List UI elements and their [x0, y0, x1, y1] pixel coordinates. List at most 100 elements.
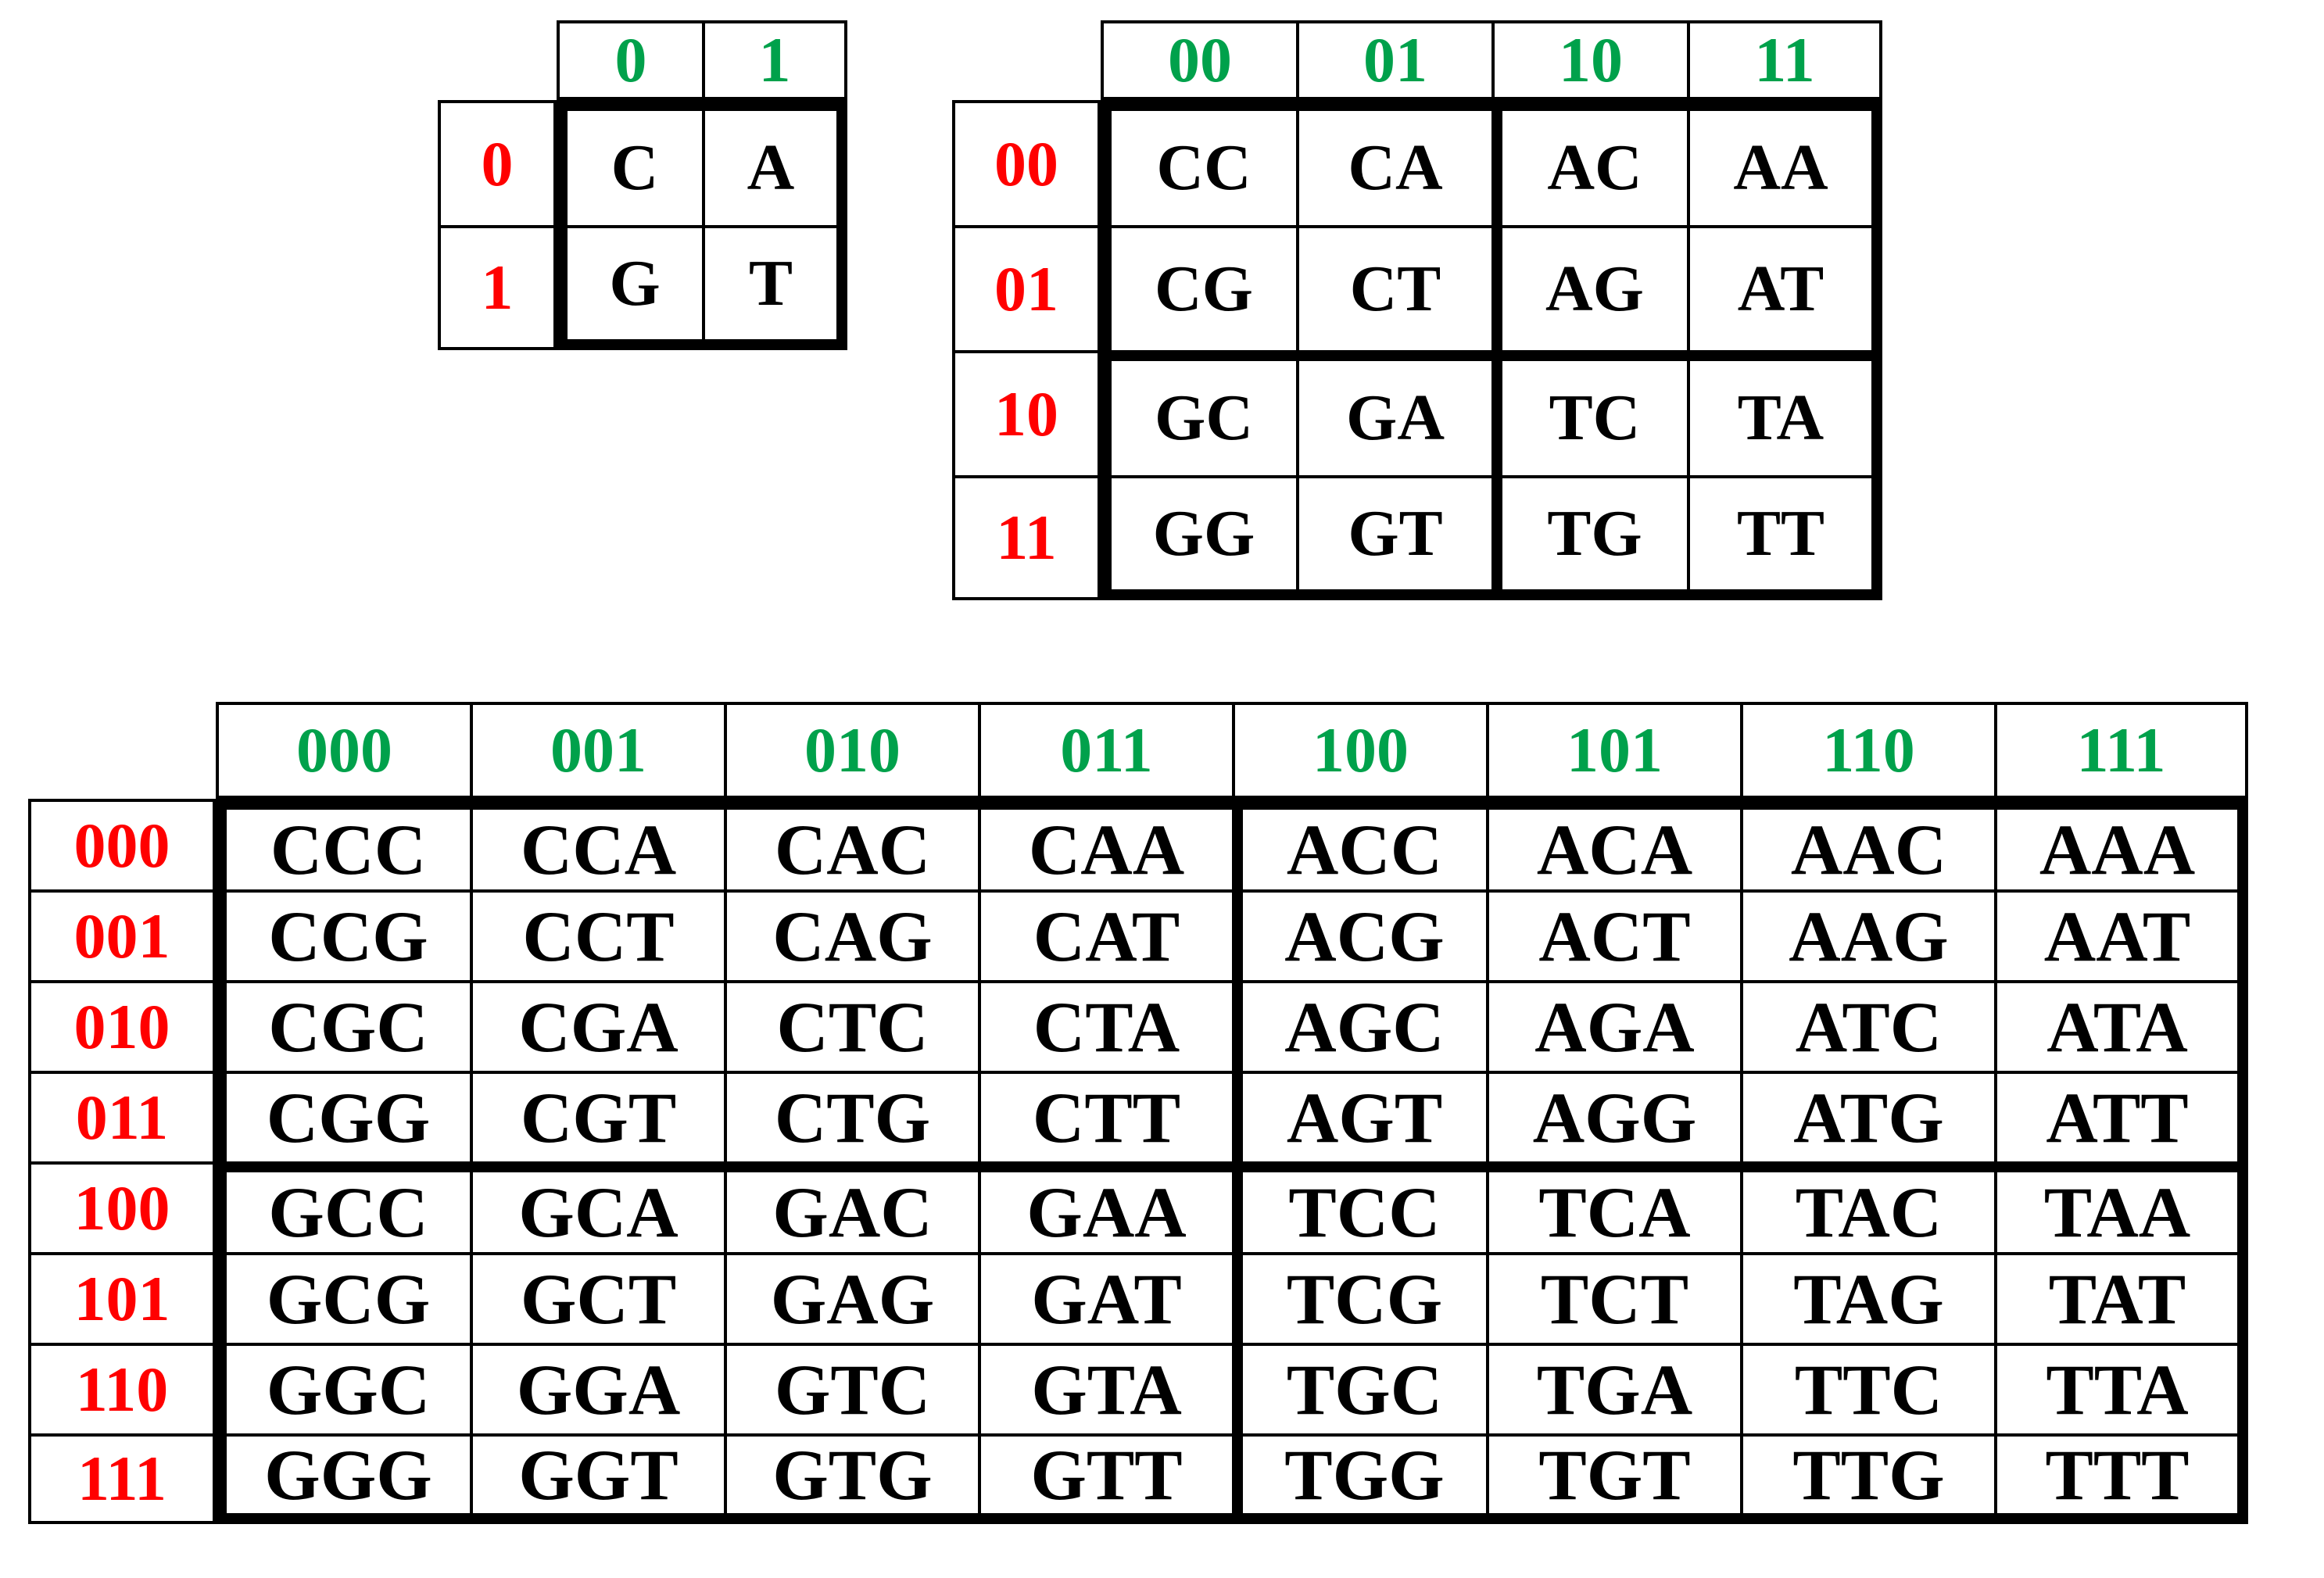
table-cell-AAA: AAA: [1994, 799, 2248, 889]
table-cell-CAT: CAT: [978, 889, 1232, 980]
table-cell-GCA: GCA: [470, 1161, 724, 1252]
column-header-011: 011: [978, 702, 1232, 799]
table-cell-GCT: GCT: [470, 1252, 724, 1343]
row-header-001: 001: [28, 889, 216, 980]
table-cell-TGT: TGT: [1486, 1433, 1740, 1524]
column-header-0: 0: [557, 20, 702, 100]
column-header-111: 111: [1994, 702, 2248, 799]
table-cell-GG: GG: [1101, 475, 1296, 600]
table-cell-TCG: TCG: [1232, 1252, 1486, 1343]
table-cell-ACG: ACG: [1232, 889, 1486, 980]
table-cell-TAG: TAG: [1740, 1252, 1994, 1343]
table-cell-AAC: AAC: [1740, 799, 1994, 889]
table-cell-TCA: TCA: [1486, 1161, 1740, 1252]
table-cell-A: A: [702, 100, 847, 225]
table-cell-CG: CG: [1101, 225, 1296, 350]
table-cell-CCG: CCG: [216, 889, 470, 980]
table-cell-AGG: AGG: [1486, 1071, 1740, 1161]
table-cell-CTT: CTT: [978, 1071, 1232, 1161]
table-cell-TTA: TTA: [1994, 1343, 2248, 1433]
table-cell-AGC: AGC: [1232, 980, 1486, 1071]
row-header-110: 110: [28, 1343, 216, 1433]
row-header-00: 00: [952, 100, 1101, 225]
table-cell-CCC: CCC: [216, 799, 470, 889]
row-header-0: 0: [438, 100, 557, 225]
row-header-10: 10: [952, 350, 1101, 475]
table-corner-spacer: [952, 20, 1101, 100]
table-cell-GAG: GAG: [724, 1252, 978, 1343]
table-cell-CT: CT: [1296, 225, 1491, 350]
table-cell-GTC: GTC: [724, 1343, 978, 1433]
table-cell-AC: AC: [1491, 100, 1687, 225]
table-cell-AA: AA: [1687, 100, 1882, 225]
table-cell-TG: TG: [1491, 475, 1687, 600]
column-header-00: 00: [1101, 20, 1296, 100]
table-cell-GT: GT: [1296, 475, 1491, 600]
table-cell-GA: GA: [1296, 350, 1491, 475]
table-cell-CGG: CGG: [216, 1071, 470, 1161]
row-header-1: 1: [438, 225, 557, 350]
table-cell-TTC: TTC: [1740, 1343, 1994, 1433]
table-cell-ATT: ATT: [1994, 1071, 2248, 1161]
table-cell-G: G: [557, 225, 702, 350]
table-cell-CCT: CCT: [470, 889, 724, 980]
table-cell-TC: TC: [1491, 350, 1687, 475]
column-header-1: 1: [702, 20, 847, 100]
table-cell-GAA: GAA: [978, 1161, 1232, 1252]
column-header-100: 100: [1232, 702, 1486, 799]
table-cell-AAT: AAT: [1994, 889, 2248, 980]
table-cell-CTG: CTG: [724, 1071, 978, 1161]
table-cell-TAA: TAA: [1994, 1161, 2248, 1252]
table-cell-CAA: CAA: [978, 799, 1232, 889]
table-cell-CAG: CAG: [724, 889, 978, 980]
column-header-101: 101: [1486, 702, 1740, 799]
table-cell-ATG: ATG: [1740, 1071, 1994, 1161]
table-cell-AT: AT: [1687, 225, 1882, 350]
table-cell-TAC: TAC: [1740, 1161, 1994, 1252]
table-cell-CA: CA: [1296, 100, 1491, 225]
table-cell-AG: AG: [1491, 225, 1687, 350]
table-cell-TCC: TCC: [1232, 1161, 1486, 1252]
table-cell-TA: TA: [1687, 350, 1882, 475]
row-header-111: 111: [28, 1433, 216, 1524]
table-cell-GAT: GAT: [978, 1252, 1232, 1343]
table-cell-GC: GC: [1101, 350, 1296, 475]
table-cell-TGG: TGG: [1232, 1433, 1486, 1524]
table-cell-CTA: CTA: [978, 980, 1232, 1071]
row-header-101: 101: [28, 1252, 216, 1343]
table-cell-CCA: CCA: [470, 799, 724, 889]
table-cell-T: T: [702, 225, 847, 350]
table-cell-TT: TT: [1687, 475, 1882, 600]
table-cell-TGA: TGA: [1486, 1343, 1740, 1433]
table-cell-GGG: GGG: [216, 1433, 470, 1524]
row-header-010: 010: [28, 980, 216, 1071]
table-cell-ACC: ACC: [1232, 799, 1486, 889]
table-cell-GGT: GGT: [470, 1433, 724, 1524]
table-cell-TCT: TCT: [1486, 1252, 1740, 1343]
row-header-11: 11: [952, 475, 1101, 600]
table-cell-CAC: CAC: [724, 799, 978, 889]
table-cell-GCG: GCG: [216, 1252, 470, 1343]
table-cell-ACA: ACA: [1486, 799, 1740, 889]
table-cell-CGC: CGC: [216, 980, 470, 1071]
table-cell-GTA: GTA: [978, 1343, 1232, 1433]
table-cell-GTT: GTT: [978, 1433, 1232, 1524]
row-header-011: 011: [28, 1071, 216, 1161]
table-cell-GAC: GAC: [724, 1161, 978, 1252]
table-cell-AAG: AAG: [1740, 889, 1994, 980]
table-cell-CGA: CGA: [470, 980, 724, 1071]
table-cell-AGA: AGA: [1486, 980, 1740, 1071]
column-header-10: 10: [1491, 20, 1687, 100]
row-header-01: 01: [952, 225, 1101, 350]
table-cell-GCC: GCC: [216, 1161, 470, 1252]
table-cell-AGT: AGT: [1232, 1071, 1486, 1161]
column-header-000: 000: [216, 702, 470, 799]
table-corner-spacer: [438, 20, 557, 100]
table-cell-ATA: ATA: [1994, 980, 2248, 1071]
table-corner-spacer: [28, 702, 216, 799]
column-header-010: 010: [724, 702, 978, 799]
table-cell-GGA: GGA: [470, 1343, 724, 1433]
